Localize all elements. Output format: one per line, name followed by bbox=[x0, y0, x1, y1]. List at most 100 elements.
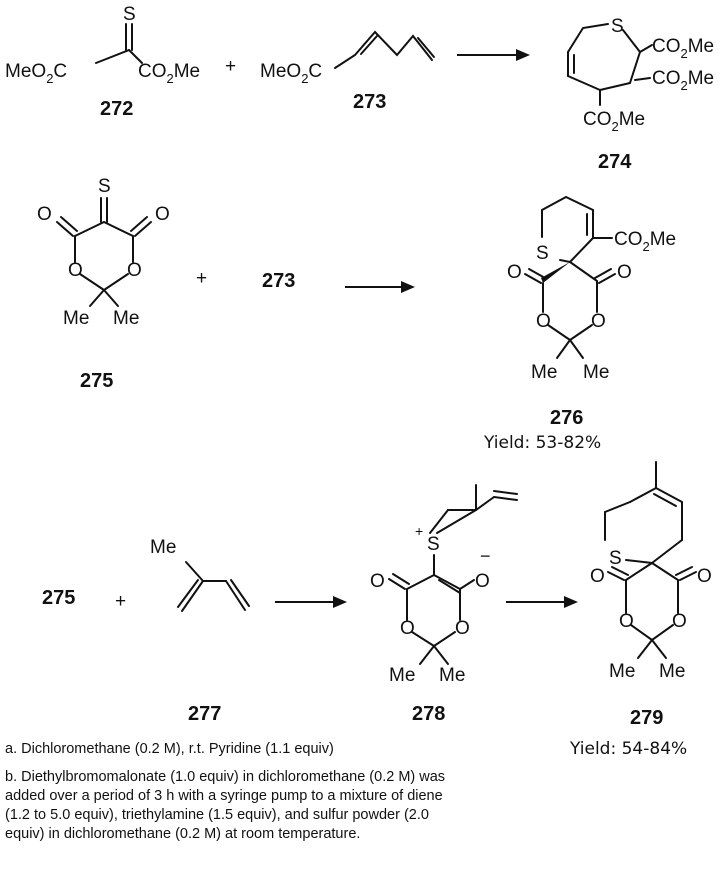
atom-me: Me bbox=[150, 537, 176, 558]
ring-bond bbox=[541, 195, 594, 238]
atom-s: S bbox=[123, 4, 136, 25]
compound-276: S CO2Me O O O O Me Me 276 Yield: 53-82% bbox=[483, 195, 676, 453]
carbonyl bbox=[392, 573, 410, 585]
ring-bond bbox=[569, 324, 593, 341]
compound-number: 275 bbox=[80, 370, 113, 392]
ring-bond bbox=[569, 261, 598, 282]
reaction-arrow bbox=[345, 281, 415, 293]
compound-279: S O O O O Me Me 279 Yield: 54-84% bbox=[569, 461, 712, 759]
atom-s: S bbox=[609, 548, 622, 569]
plus-sign: + bbox=[115, 591, 126, 612]
yield-279: Yield: 54-84% bbox=[569, 739, 687, 759]
ring-bond bbox=[629, 51, 641, 84]
wedge-bond bbox=[541, 262, 570, 283]
atom-o: O bbox=[591, 311, 606, 332]
footnote-a: a. Dichloromethane (0.2 M), r.t. Pyridin… bbox=[5, 741, 334, 757]
ring-bond bbox=[599, 82, 631, 91]
atom-o: O bbox=[672, 611, 687, 632]
ring-bond bbox=[433, 631, 456, 647]
bond bbox=[103, 289, 119, 307]
compound-273: MeO2C 273 bbox=[260, 30, 435, 113]
bond bbox=[639, 44, 653, 53]
compound-278: S + O O − O O Me Me 278 bbox=[370, 484, 518, 725]
carbonyl bbox=[598, 273, 616, 284]
compound-number-273: 273 bbox=[262, 270, 295, 292]
atom-me: Me bbox=[63, 308, 89, 329]
carbonyl bbox=[611, 566, 629, 576]
bond bbox=[556, 339, 571, 359]
atom-o: O bbox=[127, 260, 142, 281]
compound-number: 279 bbox=[630, 707, 663, 729]
compound-number: 274 bbox=[598, 151, 632, 173]
carbonyl bbox=[134, 221, 152, 237]
ring-bond bbox=[433, 574, 461, 590]
bond bbox=[459, 579, 475, 590]
atom-o: O bbox=[370, 571, 385, 592]
bond bbox=[185, 561, 204, 582]
ring-bond bbox=[79, 273, 105, 291]
ring-bond bbox=[604, 501, 631, 513]
carbonyl bbox=[679, 571, 697, 581]
atom-me: Me bbox=[583, 362, 609, 383]
bond bbox=[634, 77, 651, 81]
bond bbox=[569, 339, 584, 359]
reaction-arrow bbox=[506, 596, 578, 608]
carbonyl bbox=[60, 216, 78, 232]
bond bbox=[651, 639, 667, 659]
carbonyl bbox=[607, 571, 625, 581]
atom-s: S bbox=[98, 176, 111, 197]
ring-bond bbox=[547, 324, 571, 341]
bond bbox=[225, 580, 246, 611]
atom-o: O bbox=[590, 566, 605, 587]
carbonyl bbox=[675, 566, 693, 576]
ring-bond bbox=[103, 273, 129, 291]
atom-o: O bbox=[617, 262, 632, 283]
label-co2me: CO2Me bbox=[583, 109, 645, 134]
ring-bond bbox=[651, 562, 679, 581]
bond bbox=[95, 49, 130, 64]
bond bbox=[360, 35, 378, 55]
carbonyl bbox=[524, 273, 542, 284]
ring-bond bbox=[567, 75, 601, 91]
diene-chain bbox=[334, 30, 433, 69]
atom-me: Me bbox=[609, 661, 635, 682]
bond bbox=[128, 49, 143, 64]
compound-277: Me 277 bbox=[150, 537, 250, 725]
ring-bond bbox=[406, 574, 435, 590]
ring-bond bbox=[625, 559, 653, 564]
double-bond bbox=[438, 579, 461, 594]
charge-minus: − bbox=[480, 546, 491, 566]
atom-me: Me bbox=[113, 308, 139, 329]
ring-bond bbox=[655, 487, 683, 503]
carbonyl bbox=[56, 221, 74, 237]
bond bbox=[417, 37, 435, 58]
atom-o: O bbox=[455, 618, 470, 639]
ring-bond bbox=[630, 624, 653, 641]
compound-275: S O O O O Me Me 275 bbox=[37, 176, 170, 392]
atom-me: Me bbox=[531, 362, 557, 383]
atom-s: S bbox=[536, 243, 549, 264]
bond bbox=[433, 645, 449, 665]
double-bond bbox=[653, 493, 677, 507]
atom-s: S bbox=[427, 534, 440, 555]
bond bbox=[637, 639, 653, 659]
ring-bond bbox=[429, 509, 449, 534]
label-co2me: CO2Me bbox=[652, 68, 714, 93]
bond bbox=[89, 289, 105, 307]
ring-bond bbox=[651, 539, 683, 564]
atom-o: O bbox=[507, 262, 522, 283]
double-bond bbox=[230, 579, 250, 607]
label-co2me: CO2Me bbox=[652, 36, 714, 61]
charge-plus: + bbox=[415, 523, 423, 539]
ring-bond bbox=[629, 487, 657, 503]
atom-s: S bbox=[611, 16, 624, 37]
compound-number: 276 bbox=[550, 407, 583, 429]
label-meo: MeO2C bbox=[5, 61, 67, 86]
atom-o: O bbox=[155, 204, 170, 225]
carbonyl bbox=[388, 578, 406, 590]
reaction-arrow bbox=[275, 596, 347, 608]
ring-bond bbox=[559, 259, 571, 263]
carbonyl bbox=[528, 268, 546, 279]
footnote-b: b. Diethylbromomalonate (1.0 equiv) in d… bbox=[5, 769, 446, 842]
